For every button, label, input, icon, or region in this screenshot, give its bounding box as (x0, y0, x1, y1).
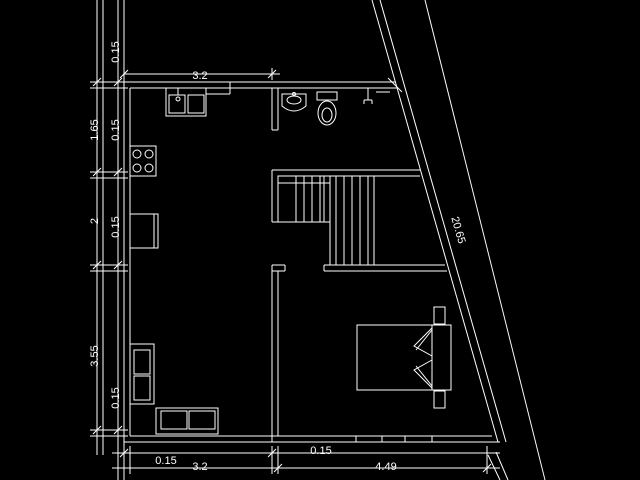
washbasin-icon (281, 92, 307, 112)
dim-left-5: 3.55 (89, 345, 101, 366)
top-dimension (119, 68, 280, 80)
dim-bottom-2: 0.15 (310, 445, 331, 457)
dim-left-6: 0.15 (110, 387, 122, 408)
dim-top-width: 3.2 (192, 70, 207, 82)
dim-bottom-0: 0.15 (155, 455, 176, 467)
dim-left-1: 1.65 (89, 119, 101, 140)
sofa-icon (129, 343, 219, 435)
dim-left-3: 2 (89, 218, 101, 224)
fridge-icon (129, 213, 159, 249)
dim-bottom-1: 3.2 (192, 461, 207, 473)
kitchen-sink-icon (165, 82, 231, 117)
sloped-walls (371, 0, 546, 480)
shower-icon (363, 88, 390, 104)
staircase (277, 175, 375, 265)
dim-left-4: 0.15 (110, 216, 122, 237)
stove-icon (129, 145, 157, 177)
bottom-dimension-chain (112, 446, 500, 474)
double-bed-icon (356, 306, 452, 409)
toilet-icon (316, 91, 338, 126)
dim-left-2: 0.15 (110, 119, 122, 140)
window-marks (355, 436, 433, 442)
dim-bottom-3: 4.49 (375, 461, 396, 473)
dim-left-0: 0.15 (110, 41, 122, 62)
